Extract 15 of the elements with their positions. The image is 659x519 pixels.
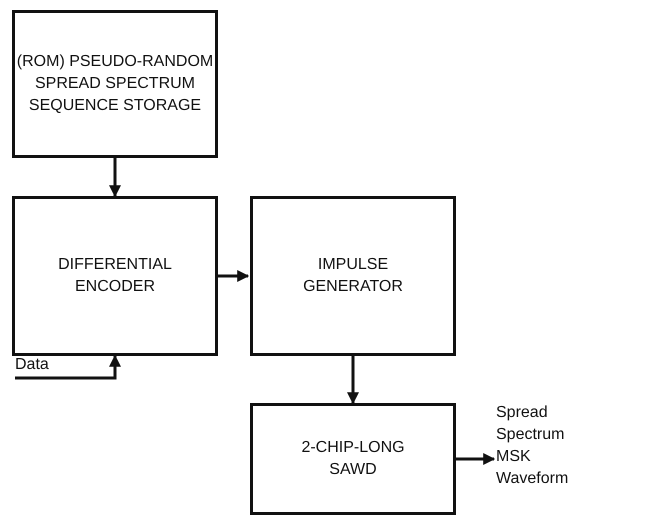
box-label: 2-CHIP-LONG SAWD [300, 438, 406, 480]
input-label: Data [15, 355, 49, 375]
arrow [15, 354, 121, 380]
arrow [109, 158, 121, 198]
generator-box [250, 196, 456, 356]
arrow [456, 453, 496, 465]
output-label: Spread Spectrum MSK Waveform [496, 403, 570, 489]
box-label: (ROM) PSEUDO-RANDOM SPREAD SPECTRUM SEQUENCE STORAGE [16, 52, 214, 116]
box-label: DIFFERENTIAL ENCODER [57, 255, 173, 297]
arrow [218, 270, 250, 282]
arrow [347, 356, 359, 404]
encoder-box [12, 196, 218, 356]
box-label: IMPULSE GENERATOR [302, 255, 404, 297]
storage-box [12, 10, 218, 158]
sawd-box [250, 403, 456, 515]
